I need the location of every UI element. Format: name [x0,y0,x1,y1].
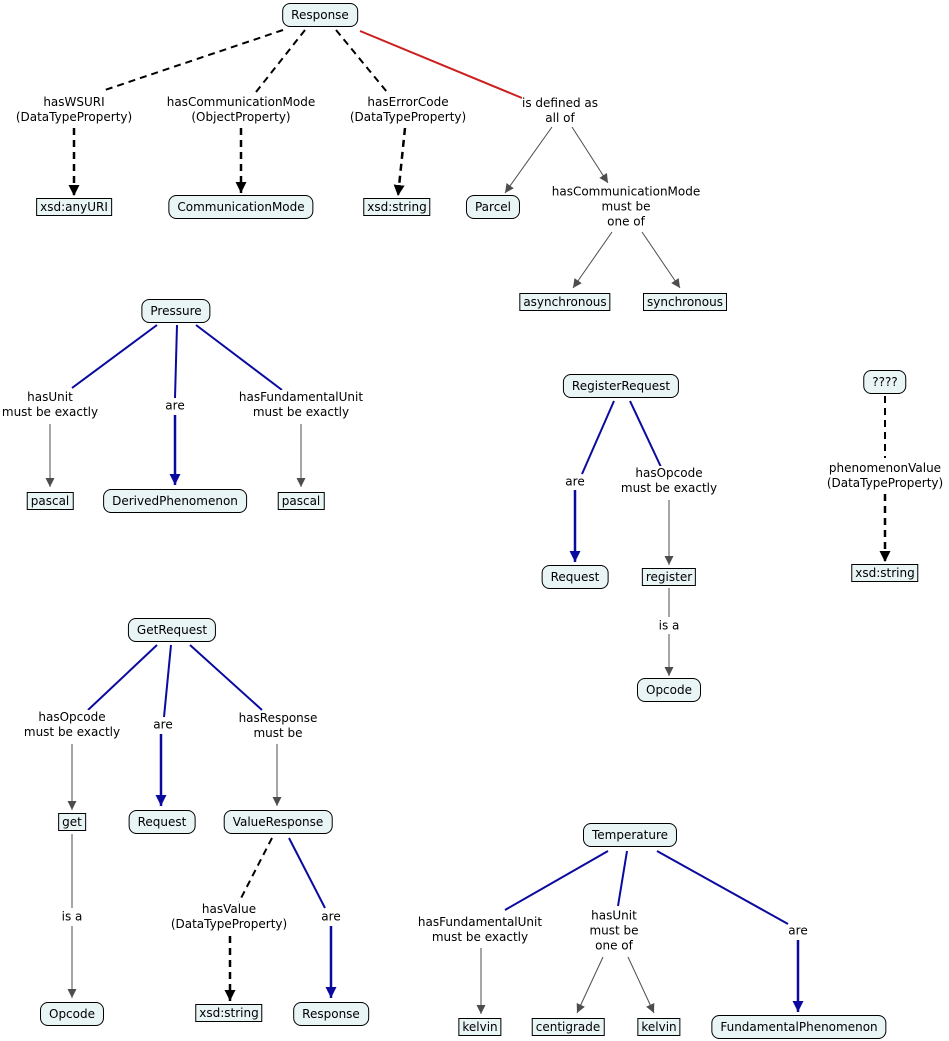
edge-response-haswsuri [104,29,284,91]
label-phenomenon-value: phenomenonValue(DataTypeProperty) [826,461,944,491]
node-pressure[interactable]: Pressure [141,299,211,323]
label-get-are: are [153,717,173,733]
edge-registerrequest-are [581,400,615,475]
edge-hasunit-centigrade [576,956,604,1014]
edge-valueresponse-are [288,837,326,909]
label-value-are: are [321,909,341,925]
node-centigrade[interactable]: centigrade [531,1018,605,1036]
edge-response-hascommmode [255,29,306,93]
edge-hascommmode2-sync [641,231,681,289]
node-opcode[interactable]: Opcode [636,678,702,702]
node-temperature[interactable]: Temperature [582,823,678,847]
edge-hasunit-kelvin2 [627,956,655,1014]
node-xsd-string[interactable]: xsd:string [851,564,919,582]
node-response[interactable]: Response [293,1002,369,1026]
edge-pressure-hasfundunit [195,324,283,391]
edge-registerrequest-hasopcode [629,400,662,468]
edge-temperature-hasunit [617,850,628,907]
edge-hascommmode2-async [572,231,613,289]
label-has-wsuri: hasWSURI(DataTypeProperty) [15,95,133,125]
edge-response-haserrorcode [335,29,388,93]
label-has-value: hasValue(DataTypeProperty) [170,902,288,932]
node-parcel[interactable]: Parcel [465,195,521,219]
node-pascal[interactable]: pascal [277,492,325,510]
node-pascal[interactable]: pascal [26,492,74,510]
label-pressure-are: are [165,398,185,414]
node-register[interactable]: register [641,568,697,586]
label-has-error-code: hasErrorCode(DataTypeProperty) [349,95,467,125]
edge-pressure-are [174,324,178,399]
edge-haserrorcode-string [393,127,407,197]
node-fundamental-phenomenon[interactable]: FundamentalPhenomenon [711,1015,887,1039]
node-xsd-string[interactable]: xsd:string [195,1004,263,1022]
edge-definedas-hascommmode2 [571,126,609,184]
label-get-is-a: is a [61,909,83,925]
node-synchronous[interactable]: synchronous [643,293,727,311]
edge-getrequest-hasresponse [189,644,263,711]
node-xsd-anyuri[interactable]: xsd:anyURI [36,198,112,216]
node-value-response[interactable]: ValueResponse [223,810,333,834]
edge-valueresponse-hasvalue [237,837,273,905]
edge-definedas-parcel [504,126,553,194]
label-temperature-are: are [788,923,808,939]
node-derived-phenomenon[interactable]: DerivedPhenomenon [103,489,247,513]
node-response[interactable]: Response [282,3,358,27]
node-get-request[interactable]: GetRequest [127,618,217,642]
node-opcode[interactable]: Opcode [39,1002,105,1026]
node-unknown[interactable]: ???? [863,370,907,394]
label-register-is-a: is a [658,618,680,634]
edge-temperature-are [656,850,789,925]
node-get[interactable]: get [58,813,86,831]
edge-getrequest-are [163,644,172,718]
edge-getrequest-hasopcode [87,644,158,711]
node-asynchronous[interactable]: asynchronous [519,293,611,311]
label-has-communication-mode: hasCommunicationMode(ObjectProperty) [166,95,316,125]
node-kelvin[interactable]: kelvin [637,1018,681,1036]
label-register-are: are [565,474,585,490]
node-kelvin[interactable]: kelvin [458,1018,502,1036]
edge-temperature-hasfundunit [504,850,609,911]
edge-response-definedas [359,30,523,99]
node-request[interactable]: Request [541,565,609,589]
edge-pressure-hasunit [71,324,158,389]
node-request[interactable]: Request [128,810,196,834]
node-communication-mode[interactable]: CommunicationMode [168,195,314,219]
node-xsd-string[interactable]: xsd:string [363,198,431,216]
node-register-request[interactable]: RegisterRequest [562,374,680,398]
